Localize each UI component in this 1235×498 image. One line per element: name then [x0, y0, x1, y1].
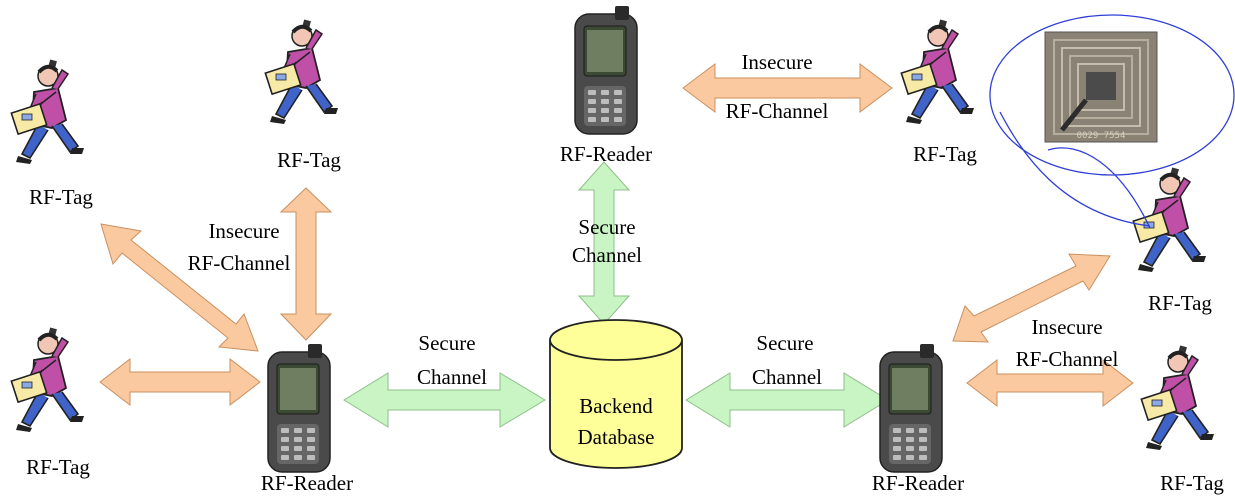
insecure-channel-top-line1: Insecure [741, 50, 812, 74]
database-label-line1: Backend [579, 394, 653, 418]
insecure-channel-right-line2: RF-Channel [1016, 347, 1119, 371]
person-with-bag-icon [9, 325, 87, 434]
tag-label: RF-Tag [1148, 291, 1212, 315]
tag-far-left-top: RF-Tag [9, 57, 93, 209]
secure-channel-left-line2: Channel [417, 365, 487, 389]
reader-label: RF-Reader [872, 471, 964, 495]
insecure-arrow-vertical-left [279, 187, 333, 341]
secure-channel-right-line2: Channel [752, 365, 822, 389]
reader-bottom-right: RF-Reader [872, 343, 964, 495]
rfid-chip-icon: 0029 7554 [1044, 31, 1158, 143]
secure-arrow-left [343, 372, 546, 428]
insecure-channel-top-line2: RF-Channel [726, 99, 829, 123]
handheld-reader-icon [267, 343, 331, 473]
person-with-bag-icon [899, 17, 976, 126]
tag-label: RF-Tag [29, 185, 93, 209]
insecure-channel-right-line1: Insecure [1031, 315, 1102, 339]
insecure-arrow-diagonal-right [952, 253, 1111, 343]
zoom-outline [999, 111, 1151, 229]
insecure-arrow-bottom-right [966, 358, 1134, 408]
person-with-bag-icon [263, 17, 340, 126]
tag-label: RF-Tag [913, 142, 977, 166]
insecure-arrow-bottom-left [99, 357, 261, 407]
handheld-reader-icon [574, 5, 638, 135]
rfid-chip-zoom: 0029 7554 [989, 14, 1235, 229]
insecure-arrow-top [682, 63, 893, 113]
tag-label: RF-Tag [26, 455, 90, 479]
tag-right-bottom: RF-Tag [1139, 343, 1224, 495]
tag-label: RF-Tag [1160, 471, 1224, 495]
tag-right-middle: RF-Tag [1131, 165, 1212, 315]
tag-top-left: RF-Tag [263, 17, 341, 172]
secure-channel-right-line1: Secure [756, 331, 813, 355]
reader-label: RF-Reader [261, 471, 353, 495]
channel-labels: Insecure RF-Channel Insecure RF-Channel … [188, 50, 1119, 389]
database-cylinder-icon [549, 319, 683, 469]
person-with-bag-icon [1139, 343, 1216, 452]
secure-channel-left-line1: Secure [418, 331, 475, 355]
tag-label: RF-Tag [277, 148, 341, 172]
backend-database: Backend Database [549, 319, 683, 469]
database-label-line2: Database [578, 425, 655, 449]
reader-label: RF-Reader [560, 142, 652, 166]
reader-top: RF-Reader [560, 5, 652, 166]
insecure-arrow-diagonal-left [100, 223, 259, 352]
zoom-circle [989, 14, 1235, 176]
tag-top-right: RF-Tag [899, 17, 977, 166]
handheld-reader-icon [879, 343, 943, 473]
insecure-channel-left-line2: RF-Channel [188, 251, 291, 275]
person-with-bag-icon [1131, 165, 1208, 274]
secure-channel-top-line1: Secure [578, 215, 635, 239]
insecure-arrows [99, 63, 1134, 408]
secure-channel-top-line2: Channel [572, 243, 642, 267]
insecure-channel-left-line1: Insecure [208, 219, 279, 243]
reader-bottom-left: RF-Reader [261, 343, 353, 495]
tag-bottom-left: RF-Tag [9, 325, 90, 479]
person-with-bag-icon [9, 57, 87, 166]
chip-print: 0029 7554 [1077, 131, 1126, 141]
